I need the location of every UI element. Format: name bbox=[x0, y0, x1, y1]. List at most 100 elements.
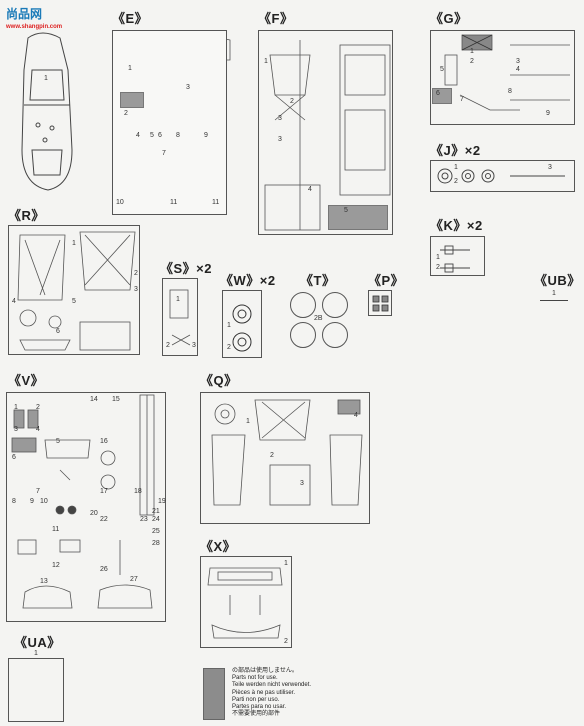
body-shell bbox=[21, 32, 73, 191]
part-number: 4 bbox=[308, 186, 312, 193]
part-number: 25 bbox=[152, 528, 160, 535]
ub-underline bbox=[540, 300, 568, 301]
part-number: 9 bbox=[204, 132, 208, 139]
part-number: 5 bbox=[56, 438, 60, 445]
sprue-v-frame bbox=[6, 392, 166, 622]
part-number: 2 bbox=[454, 178, 458, 185]
section-label-x: 《X》 bbox=[200, 539, 237, 554]
part-number: 4 bbox=[354, 412, 358, 419]
sprue-g-gray-part bbox=[432, 88, 452, 104]
part-number: 7 bbox=[162, 150, 166, 157]
part-number: 5 bbox=[440, 66, 444, 73]
section-label-k: 《K》×2 bbox=[430, 218, 483, 233]
part-number: 24 bbox=[152, 516, 160, 523]
section-label-q: 《Q》 bbox=[200, 373, 238, 388]
part-number: 20 bbox=[90, 510, 98, 517]
part-number: 3 bbox=[300, 480, 304, 487]
section-label-w: 《W》×2 bbox=[220, 273, 276, 288]
part-number: 21 bbox=[152, 508, 160, 515]
section-label-s: 《S》×2 bbox=[160, 261, 212, 276]
logo: 尚品网 bbox=[6, 7, 43, 21]
section-label-p: 《P》 bbox=[368, 273, 405, 288]
part-number: 1 bbox=[436, 254, 440, 261]
sprue-e-frame bbox=[112, 30, 227, 215]
section-label-j: 《J》×2 bbox=[430, 143, 481, 158]
part-number: 10 bbox=[40, 498, 48, 505]
sprue-ua-frame bbox=[8, 658, 64, 722]
part-number: 2 bbox=[36, 404, 40, 411]
part-number: 14 bbox=[90, 396, 98, 403]
sprue-f-frame bbox=[258, 30, 393, 235]
part-number: 1 bbox=[128, 65, 132, 72]
part-number: 11 bbox=[52, 526, 60, 533]
part-number: 6 bbox=[56, 328, 60, 335]
part-number: 18 bbox=[134, 488, 142, 495]
part-number: 2B bbox=[314, 315, 323, 322]
ring-part bbox=[322, 292, 348, 318]
section-label-f: 《F》 bbox=[258, 11, 294, 26]
part-number: 3 bbox=[186, 84, 190, 91]
notice-line: Partes para no usar. bbox=[232, 704, 287, 711]
part-number: 1 bbox=[284, 560, 288, 567]
part-number: 7 bbox=[36, 488, 40, 495]
part-number: 3 bbox=[14, 426, 18, 433]
notice-text: の部品は使用しません。 Parts not for use. Teile wer… bbox=[232, 668, 311, 718]
part-number: 13 bbox=[40, 578, 48, 585]
part-number: 22 bbox=[100, 516, 108, 523]
part-number: 27 bbox=[130, 576, 138, 583]
part-number: 3 bbox=[134, 286, 138, 293]
part-number: 2 bbox=[470, 58, 474, 65]
part-number: 2 bbox=[290, 98, 294, 105]
sprue-r-frame bbox=[8, 225, 140, 355]
notice-line: Teile werden nicht verwendet. bbox=[232, 682, 312, 689]
part-number: 6 bbox=[436, 90, 440, 97]
section-label-t: 《T》 bbox=[300, 273, 336, 288]
part-number: 1 bbox=[470, 48, 474, 55]
part-number: 15 bbox=[112, 396, 120, 403]
sprue-f-gray-part bbox=[328, 205, 388, 230]
part-number: 3 bbox=[278, 115, 282, 122]
part-number: 8 bbox=[176, 132, 180, 139]
sprue-g-frame bbox=[430, 30, 575, 125]
part-number: 2 bbox=[124, 110, 128, 117]
section-label-ub: 《UB》 bbox=[534, 273, 581, 288]
part-number: 23 bbox=[140, 516, 148, 523]
part-number: 11 bbox=[212, 199, 220, 206]
part-number: 2 bbox=[270, 452, 274, 459]
ring-part bbox=[290, 292, 316, 318]
part-number: 1 bbox=[227, 322, 231, 329]
part-number: 2 bbox=[436, 264, 440, 271]
part-number: 3 bbox=[516, 58, 520, 65]
part-number: 26 bbox=[100, 566, 108, 573]
part-number: 28 bbox=[152, 540, 160, 547]
notice-line: Parts not for use. bbox=[232, 675, 278, 682]
part-number: 2 bbox=[284, 638, 288, 645]
part-number: 1 bbox=[246, 418, 250, 425]
notice-line: Parti non per uso. bbox=[232, 696, 280, 703]
part-number: 2 bbox=[227, 344, 231, 351]
part-number: 8 bbox=[12, 498, 16, 505]
section-label-e: 《E》 bbox=[112, 11, 149, 26]
sprue-x-frame bbox=[200, 556, 292, 648]
sprue-k-frame bbox=[430, 236, 485, 276]
part-number: 5 bbox=[150, 132, 154, 139]
notice-line: Pièces à ne pas utiliser. bbox=[232, 689, 296, 696]
part-number: 2 bbox=[166, 342, 170, 349]
part-number: 16 bbox=[100, 438, 108, 445]
part-number: 4 bbox=[136, 132, 140, 139]
part-number: 6 bbox=[158, 132, 162, 139]
part-number: 3 bbox=[192, 342, 196, 349]
part-number: 5 bbox=[72, 298, 76, 305]
logo-url: www.shangpin.com bbox=[6, 24, 63, 30]
section-label-v: 《V》 bbox=[8, 373, 45, 388]
part-number: 1 bbox=[552, 290, 556, 297]
notice-swatch bbox=[203, 668, 225, 720]
part-number: 12 bbox=[52, 562, 60, 569]
notice-line: 不需要使用的部件 bbox=[232, 711, 281, 718]
part-number: 1 bbox=[454, 164, 458, 171]
part-number: 2 bbox=[134, 270, 138, 277]
part-number: 1 bbox=[264, 58, 268, 65]
part-number: 1 bbox=[176, 296, 180, 303]
part-number: 9 bbox=[30, 498, 34, 505]
part-number: 3 bbox=[548, 164, 552, 171]
